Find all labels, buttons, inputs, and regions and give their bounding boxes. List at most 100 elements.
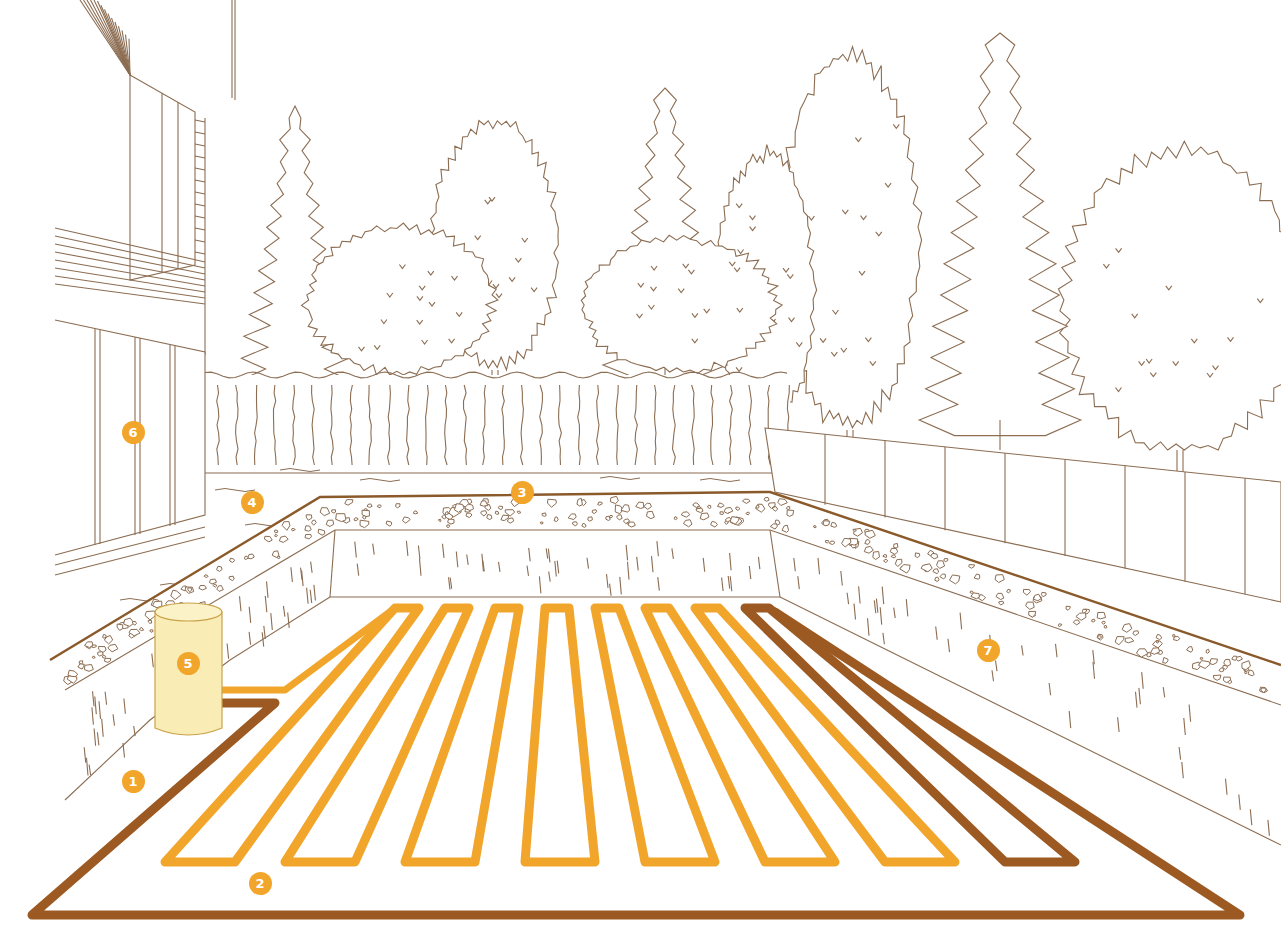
gravel-stone — [1187, 647, 1193, 653]
leaf-mark — [651, 287, 657, 291]
grass-mark — [280, 469, 320, 472]
gravel-stone — [1236, 656, 1242, 661]
soil-mark — [1239, 795, 1241, 810]
house-edge — [234, 0, 235, 100]
gravel-stone — [1115, 637, 1124, 645]
leaf-mark — [1116, 248, 1122, 252]
pipe-loop — [285, 608, 469, 862]
gravel-stone — [1163, 658, 1168, 664]
gravel-stone — [229, 576, 234, 580]
siding-line — [55, 244, 205, 274]
leaf-mark — [870, 361, 876, 365]
leaf-mark — [637, 314, 643, 318]
door-mullion — [99, 330, 100, 544]
gravel-stone — [505, 510, 514, 516]
callout-number: 2 — [249, 872, 272, 895]
gravel-stone — [823, 521, 830, 526]
soil-mark — [283, 606, 285, 617]
gravel-stone — [151, 599, 161, 607]
soil-mark — [1268, 820, 1270, 836]
grass-mark — [700, 479, 740, 482]
leaf-mark — [1191, 339, 1197, 343]
gravel-stone — [377, 505, 381, 508]
soil-mark — [1056, 644, 1058, 657]
gravel-stone — [1173, 636, 1180, 640]
gravel-stone — [573, 522, 578, 526]
leaf-mark — [417, 296, 423, 300]
gravel-stone — [937, 561, 945, 569]
gravel-stone — [969, 565, 975, 569]
gravel-stone — [133, 621, 137, 625]
gravel-stone — [1076, 613, 1086, 621]
gravel-stone — [1245, 671, 1247, 673]
grass-mark — [600, 477, 640, 480]
gravel-stone — [1104, 625, 1107, 628]
leaf-mark — [738, 250, 744, 254]
deciduous-tree — [581, 235, 782, 373]
soil-mark — [818, 558, 820, 574]
pipe-loop — [645, 608, 835, 862]
gravel-stone — [854, 528, 863, 536]
leaf-mark — [820, 338, 826, 342]
hedge-stroke — [255, 385, 258, 465]
gravel-stone — [67, 676, 77, 683]
gravel-stone — [826, 541, 829, 543]
leaf-mark — [489, 197, 495, 201]
leaf-mark — [387, 293, 393, 297]
leaf-mark — [1139, 361, 1145, 365]
soil-mark — [527, 566, 529, 576]
leaf-mark — [841, 348, 847, 352]
gravel-stone — [413, 511, 417, 514]
pipe-loop — [745, 608, 1075, 862]
gravel-stone — [541, 522, 544, 524]
gravel-stone — [609, 516, 612, 518]
gravel-stone — [974, 574, 980, 579]
gravel-stone — [931, 553, 938, 559]
soil-mark — [291, 567, 293, 582]
leaf-mark — [783, 268, 789, 272]
soil-mark — [87, 758, 89, 776]
siding-line — [195, 216, 205, 218]
gravel-stone — [1133, 631, 1139, 636]
leaf-mark — [475, 236, 481, 240]
gravel-stone — [442, 515, 446, 519]
gravel-stone — [787, 510, 794, 516]
hedge-stroke — [711, 385, 713, 465]
gravel-stone — [708, 505, 711, 508]
gravel-stone — [718, 503, 725, 508]
callout-number: 3 — [511, 481, 534, 504]
hedge-stroke — [540, 385, 543, 465]
gravel-stone — [204, 575, 208, 578]
pipe-loop — [405, 608, 519, 862]
trench-floor-edge — [330, 596, 780, 597]
soil-mark — [549, 572, 551, 582]
gravel-stone — [786, 507, 789, 510]
soil-mark — [882, 587, 884, 605]
trench-corner — [770, 530, 780, 597]
callout-number: 7 — [977, 639, 1000, 662]
hedge-stroke — [350, 385, 352, 465]
soil-mark — [443, 544, 445, 558]
gravel-stone — [318, 529, 325, 535]
leaf-mark — [704, 309, 710, 313]
gravel-stone — [481, 511, 487, 516]
leaf-mark — [359, 347, 365, 351]
fence-post — [1004, 453, 1005, 543]
gravel-stone — [764, 497, 769, 501]
soil-mark — [539, 576, 541, 593]
gravel-stone — [305, 526, 311, 531]
soil-mark — [859, 586, 861, 603]
leaf-mark — [1116, 388, 1122, 392]
gravel-stone — [454, 504, 464, 513]
fence-post — [824, 434, 825, 505]
window-mullion — [161, 93, 162, 272]
soil-mark — [373, 544, 375, 555]
soil-mark — [97, 732, 99, 745]
gravel-stone — [1023, 589, 1030, 595]
soil-mark — [730, 576, 732, 591]
soil-mark — [1142, 672, 1144, 689]
gravel-stone — [85, 642, 93, 648]
gravel-stone — [554, 517, 558, 522]
gravel-stone — [829, 541, 835, 545]
siding-line — [55, 228, 205, 262]
